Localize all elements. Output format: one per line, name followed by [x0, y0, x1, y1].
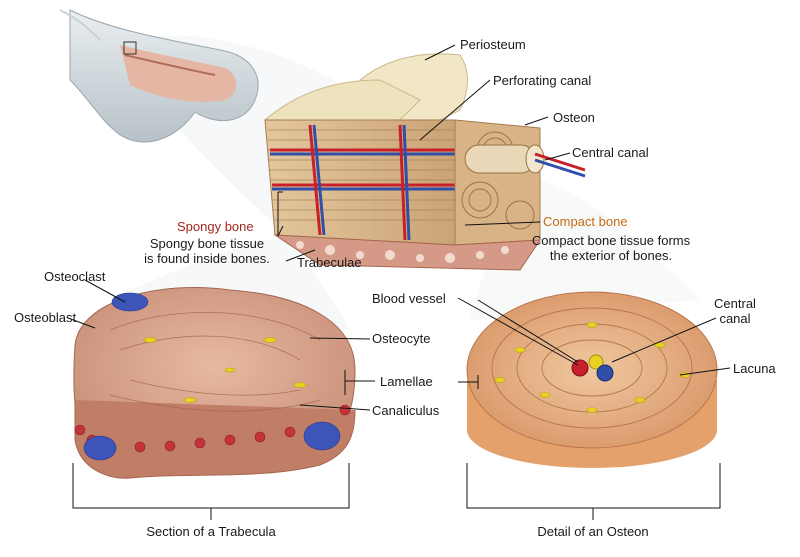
osteon-cylinder	[464, 144, 586, 178]
label-blood-vessel: Blood vessel	[372, 291, 446, 306]
compact-bone-block	[264, 119, 586, 271]
label-spongy-bone: Spongy bone	[177, 219, 254, 234]
trabecula-section	[73, 287, 356, 479]
label-canaliculus: Canaliculus	[372, 403, 440, 418]
caption-section-of-trabecula: Section of a Trabecula	[146, 524, 276, 539]
caption-detail-of-osteon: Detail of an Osteon	[537, 524, 649, 539]
label-lamellae: Lamellae	[380, 374, 433, 389]
osteon-detail	[466, 291, 718, 468]
long-bone	[59, 9, 259, 143]
label-perforating-canal: Perforating canal	[493, 73, 592, 88]
leader-lines	[67, 44, 731, 520]
label-periosteum: Periosteum	[460, 37, 526, 52]
label-compact-description-2: the exterior of bones.	[549, 248, 673, 263]
label-central-canal-1: Central	[714, 296, 756, 311]
label-spongy-description-1: Spongy bone tissue	[149, 236, 265, 251]
label-osteoblast: Osteoblast	[14, 310, 77, 325]
label-lacuna: Lacuna	[733, 361, 776, 376]
label-osteocyte: Osteocyte	[372, 331, 431, 346]
label-trabeculae: Trabeculae	[297, 255, 362, 270]
label-compact-bone: Compact bone	[543, 214, 628, 229]
label-osteoclast: Osteoclast	[44, 269, 106, 284]
label-central-canal-2: canal	[719, 311, 751, 326]
label-spongy-description-2: is found inside bones.	[144, 251, 270, 266]
label-compact-description-1: Compact bone tissue forms	[531, 233, 691, 248]
label-central-canal-top: Central canal	[572, 145, 649, 160]
label-osteon: Osteon	[553, 110, 595, 125]
